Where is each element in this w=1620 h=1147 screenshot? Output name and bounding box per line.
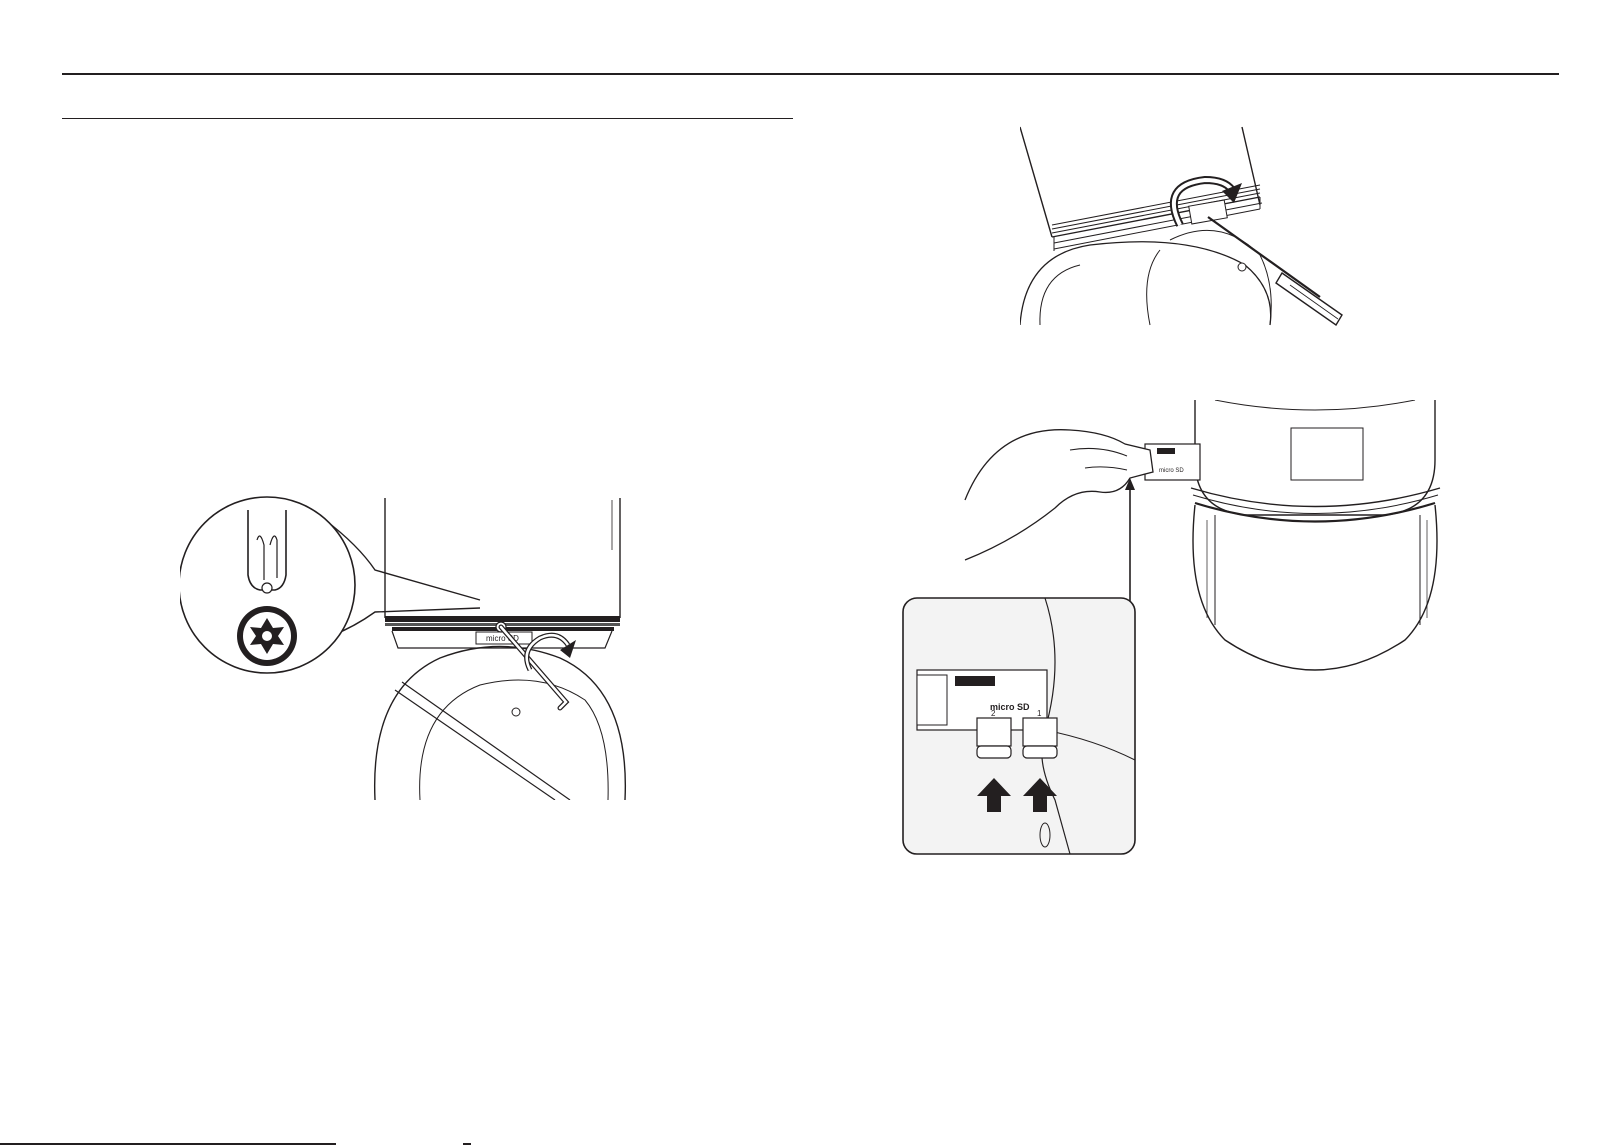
figure-2-illustration: [1020, 125, 1365, 340]
torx-bit-icon: [248, 510, 286, 593]
figure-loosen-dome: [1020, 125, 1365, 340]
torx-socket-icon: [237, 606, 297, 666]
figure-remove-sd-cover-screw: micro SD: [180, 490, 660, 800]
footer-tick: [463, 1143, 471, 1145]
section-rule: [62, 118, 793, 119]
screwdriver-icon: [1208, 217, 1342, 325]
hand-icon: [965, 430, 1153, 560]
figure-3-illustration: micro SD micro SD: [895, 400, 1450, 862]
figure-1-illustration: micro SD: [180, 490, 660, 800]
figure-3-callout-label: micro SD: [990, 702, 1030, 712]
footer-rule: [0, 1143, 336, 1145]
figure-insert-sd-cards: micro SD micro SD: [895, 400, 1450, 862]
hex-key-icon: [501, 627, 566, 708]
header-rule: [62, 73, 1559, 75]
figure-3-tray-label: micro SD: [1159, 468, 1184, 474]
slot-label-1: 1: [1037, 709, 1042, 718]
slot-label-2: 2: [991, 709, 996, 718]
